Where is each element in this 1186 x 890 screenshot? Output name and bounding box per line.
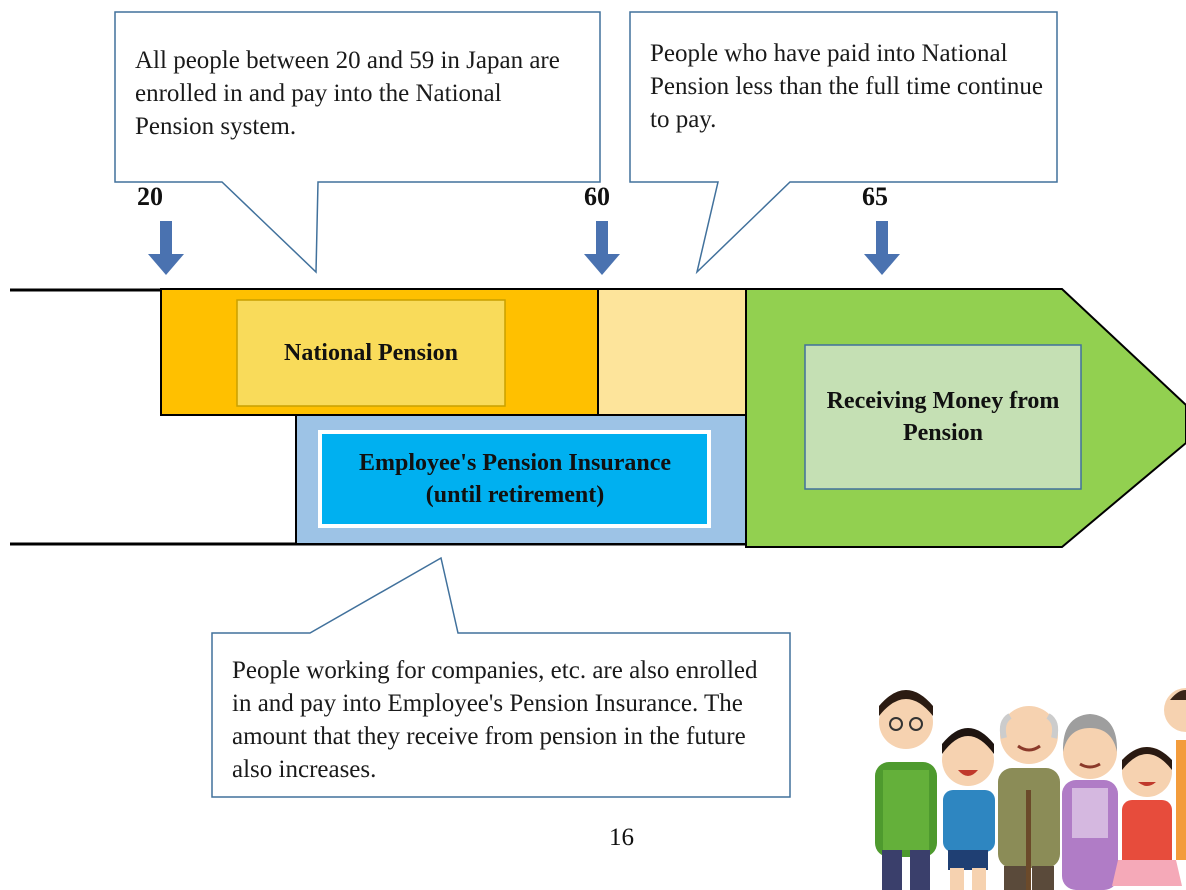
page-number: 16 — [609, 824, 634, 851]
boy-figure — [942, 728, 995, 890]
age-65-arrow-icon — [864, 221, 900, 275]
employee-pension-label-box — [318, 430, 711, 528]
age-20-label: 20 — [137, 182, 163, 211]
national-pension-label: National Pension — [283, 340, 459, 366]
employee-pension-label: Employee's Pension Insurance (until reti… — [358, 450, 672, 508]
receiving-money-label-box — [804, 344, 1082, 490]
callout-bottom-text: People working for companies, etc. are a… — [232, 657, 758, 783]
age-20-arrow-icon — [148, 221, 184, 275]
callout-top-left-shape — [114, 11, 601, 274]
callout-bottom-shape — [211, 556, 791, 798]
father-figure — [875, 690, 937, 890]
callout-top-left-text: All people between 20 and 59 in Japan ar… — [135, 47, 560, 140]
age-60-arrow-icon — [584, 221, 620, 275]
national-pension-label-box — [236, 299, 506, 407]
receiving-money-label: Receiving Money from Pension — [826, 388, 1060, 446]
age-65-label: 65 — [862, 182, 888, 211]
callout-top-right-shape — [629, 11, 1058, 275]
family-illustration — [875, 688, 1186, 890]
callout-top-right-text: People who have paid into National Pensi… — [650, 40, 1043, 133]
grandmother-figure — [1062, 714, 1118, 890]
age-60-label: 60 — [584, 182, 610, 211]
grandfather-figure — [998, 706, 1060, 890]
mother-figure — [1164, 688, 1186, 860]
girl-figure — [1112, 747, 1182, 886]
extension-payment-block — [597, 288, 747, 416]
